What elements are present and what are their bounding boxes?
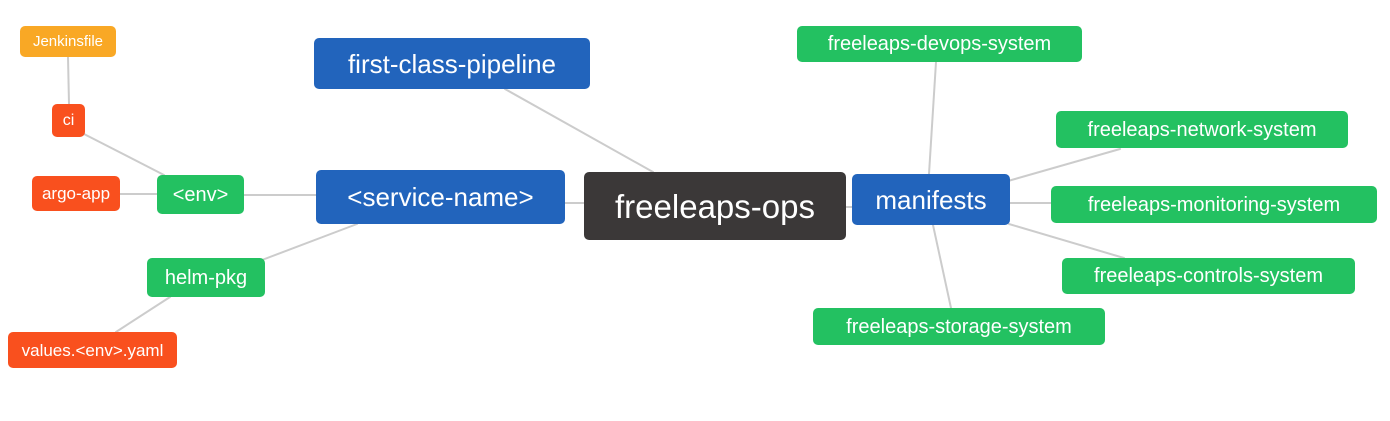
edge-manifests-controls [1008,223,1125,259]
node-values-env-yaml[interactable]: values.<env>.yaml [8,332,177,368]
edge-jenkinsfile-ci [67,56,70,105]
node-argo-app[interactable]: argo-app [32,176,120,211]
edge-service-name-helm-pkg [261,223,358,261]
node-service-name[interactable]: <service-name> [316,170,565,224]
node-helm-pkg[interactable]: helm-pkg [147,258,265,297]
node-freeleaps-monitoring-system[interactable]: freeleaps-monitoring-system [1051,186,1377,223]
node-first-class-pipeline[interactable]: first-class-pipeline [314,38,590,89]
node-freeleaps-ops-root[interactable]: freeleaps-ops [584,172,846,240]
node-env[interactable]: <env> [157,175,244,214]
node-freeleaps-devops-system[interactable]: freeleaps-devops-system [797,26,1082,62]
node-freeleaps-controls-system[interactable]: freeleaps-controls-system [1062,258,1355,294]
node-freeleaps-storage-system[interactable]: freeleaps-storage-system [813,308,1105,345]
node-jenkinsfile[interactable]: Jenkinsfile [20,26,116,57]
edge-ci-env [83,133,165,176]
edge-pipeline-root [504,88,654,173]
node-ci[interactable]: ci [52,104,85,137]
edge-manifests-devops [928,61,937,175]
node-freeleaps-network-system[interactable]: freeleaps-network-system [1056,111,1348,148]
node-manifests[interactable]: manifests [852,174,1010,225]
edge-manifests-storage [932,224,952,309]
edge-manifests-network [1007,148,1121,182]
edge-helm-pkg-values [115,296,171,333]
